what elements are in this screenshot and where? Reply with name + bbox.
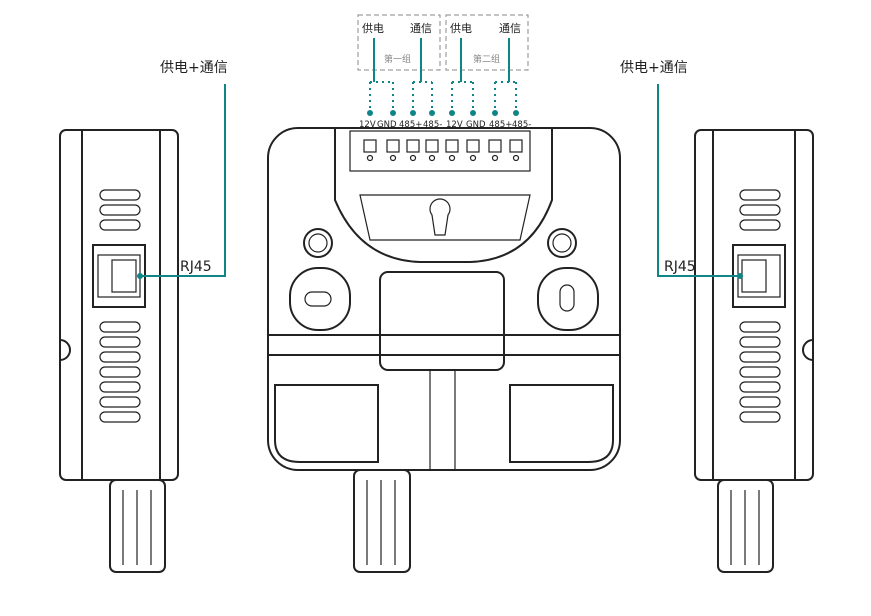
left-side-device: 供电+通信 RJ45: [59, 60, 228, 573]
vent-slot: [99, 396, 141, 408]
vent-slot: [99, 351, 141, 363]
vent-slot: [739, 396, 781, 408]
group-1-comm: 通信: [410, 22, 432, 35]
terminal-label: 12V: [446, 120, 463, 130]
right-port-label: RJ45: [664, 259, 696, 275]
left-probe: [109, 479, 166, 573]
terminal-dot: [470, 110, 476, 116]
group-1-power: 供电: [362, 21, 384, 35]
group-1-box: [357, 14, 441, 71]
terminal-screw: [386, 139, 400, 153]
vent-slot: [739, 321, 781, 333]
vent-slot: [739, 351, 781, 363]
terminal-screw: [509, 139, 523, 153]
vent-slot: [99, 219, 141, 231]
group-2-name: 第二组: [473, 53, 500, 65]
terminal-dot: [449, 110, 455, 116]
group-1-name: 第一组: [384, 53, 411, 65]
left-top-label: 供电+通信: [160, 60, 228, 76]
vent-slot: [99, 411, 141, 423]
right-probe: [717, 479, 774, 573]
terminal-screw: [406, 139, 420, 153]
terminal-screw: [466, 139, 480, 153]
vent-slot: [739, 189, 781, 201]
terminal-label: 12V: [359, 120, 376, 130]
terminal-label: 485+: [489, 120, 512, 130]
vent-slot: [739, 381, 781, 393]
vent-slot: [739, 411, 781, 423]
vent-slot: [99, 366, 141, 378]
terminal-label: 485-: [423, 120, 442, 130]
vent-slot: [99, 336, 141, 348]
center-probe: [353, 469, 411, 573]
terminal-dot: [410, 110, 416, 116]
right-side-device: 供电+通信 RJ45: [620, 60, 814, 573]
terminal-dot: [492, 110, 498, 116]
terminal-label: GND: [377, 120, 397, 130]
terminal-screw: [488, 139, 502, 153]
terminal-wiring: 供电 通信 第一组 供电 通信 第二组 12V GND 485+ 485- 12…: [357, 14, 531, 130]
terminal-label: 485+: [399, 120, 422, 130]
terminal-dot: [390, 110, 396, 116]
group-2-box: [445, 14, 529, 71]
terminal-dot: [367, 110, 373, 116]
left-port-label: RJ45: [180, 259, 212, 275]
terminal-screw: [445, 139, 459, 153]
vent-slot: [99, 381, 141, 393]
vent-slot: [99, 204, 141, 216]
vent-slot: [99, 189, 141, 201]
terminal-screw: [363, 139, 377, 153]
terminal-screw: [425, 139, 439, 153]
group-2-comm: 通信: [499, 22, 521, 35]
terminal-dot: [429, 110, 435, 116]
vent-slot: [739, 366, 781, 378]
back-view-device: [267, 127, 621, 573]
group-2-power: 供电: [450, 21, 472, 35]
terminal-dot: [513, 110, 519, 116]
vent-slot: [739, 204, 781, 216]
terminal-label: GND: [466, 120, 486, 130]
vent-slot: [739, 336, 781, 348]
terminal-label: 485-: [512, 120, 531, 130]
right-top-label: 供电+通信: [620, 60, 688, 76]
vent-slot: [99, 321, 141, 333]
vent-slot: [739, 219, 781, 231]
